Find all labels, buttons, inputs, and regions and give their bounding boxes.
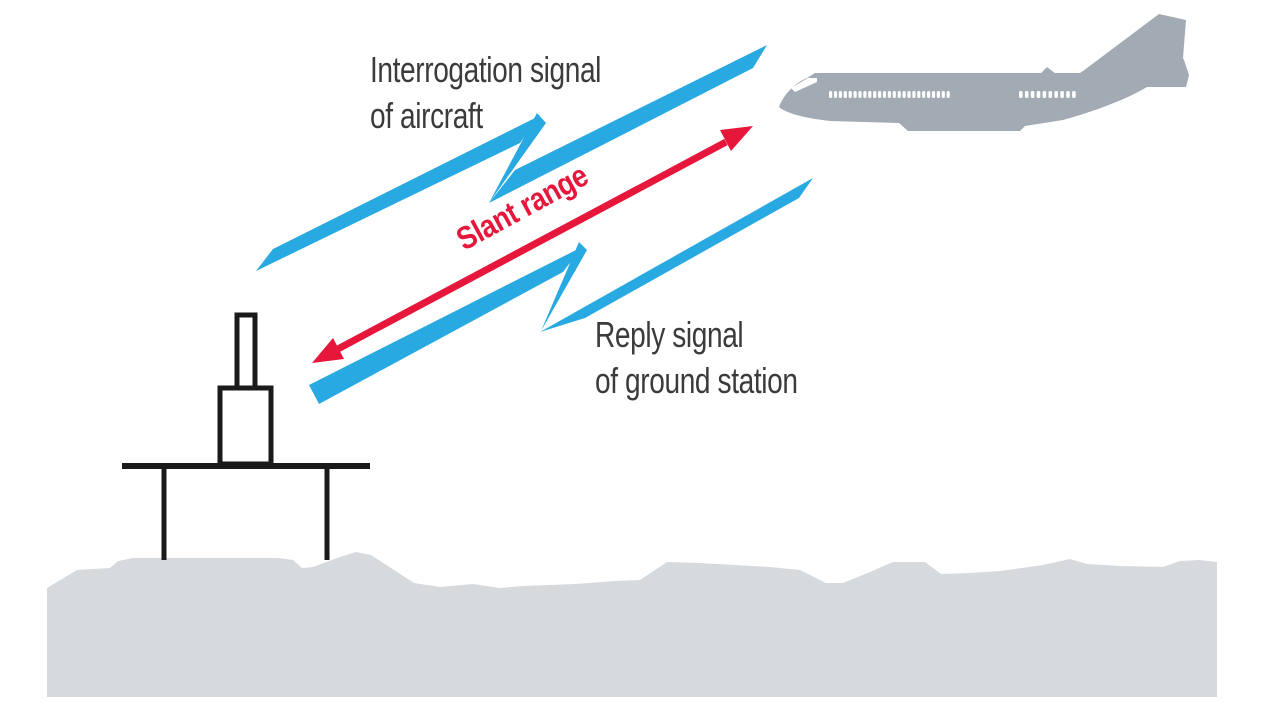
aircraft-window bbox=[1042, 91, 1047, 98]
aircraft-window bbox=[1060, 91, 1064, 98]
aircraft-window bbox=[1024, 91, 1029, 98]
aircraft-window bbox=[917, 91, 921, 98]
aircraft-window bbox=[882, 91, 887, 98]
reply-signal-label: Reply signal of ground station bbox=[595, 312, 798, 404]
aircraft-window bbox=[946, 91, 950, 98]
terrain-ground bbox=[47, 552, 1217, 697]
ground-station-antenna-mast bbox=[234, 312, 258, 391]
aircraft-window bbox=[887, 91, 891, 98]
slant-range-arrow-shaft bbox=[334, 138, 728, 354]
interrogation-signal-label-line1: Interrogation signal bbox=[370, 49, 602, 90]
aircraft-window bbox=[833, 91, 838, 98]
slant-range-arrow bbox=[312, 126, 753, 363]
aircraft-window bbox=[868, 91, 872, 98]
reply-signal-label-line2: of ground station bbox=[595, 360, 798, 401]
aircraft-cockpit-window bbox=[791, 78, 817, 92]
reply-bolt-lower-band bbox=[309, 247, 582, 404]
aircraft-window bbox=[878, 91, 882, 98]
aircraft-window bbox=[838, 91, 842, 98]
aircraft-window bbox=[1036, 91, 1041, 98]
aircraft-window bbox=[936, 91, 940, 98]
interrogation-bolt-lower-band bbox=[256, 116, 539, 271]
aircraft-window bbox=[1072, 91, 1076, 98]
ground-station-equipment-box bbox=[217, 385, 274, 467]
aircraft-window bbox=[1019, 91, 1023, 98]
aircraft-window bbox=[892, 91, 896, 98]
aircraft-window bbox=[902, 91, 906, 98]
aircraft-window bbox=[927, 91, 931, 98]
aircraft-window bbox=[1066, 91, 1070, 98]
aircraft-window bbox=[863, 91, 867, 98]
aircraft-window bbox=[853, 91, 857, 98]
aircraft-window bbox=[897, 91, 901, 98]
aircraft-window bbox=[922, 91, 926, 98]
reply-signal-bolt bbox=[309, 178, 813, 404]
aircraft-window bbox=[931, 91, 936, 98]
aircraft-window bbox=[829, 91, 833, 98]
aircraft-window bbox=[912, 91, 916, 98]
interrogation-signal-label: Interrogation signal of aircraft bbox=[370, 47, 601, 139]
aircraft-window bbox=[1054, 91, 1058, 98]
interrogation-signal-bolt bbox=[256, 45, 767, 271]
reply-bolt-upper-band bbox=[540, 178, 813, 332]
aircraft-silhouette bbox=[779, 14, 1189, 131]
interrogation-signal-label-line2: of aircraft bbox=[370, 95, 483, 136]
aircraft-window bbox=[848, 91, 852, 98]
ground-station bbox=[122, 312, 370, 560]
aircraft-window bbox=[1030, 91, 1035, 98]
slant-range-arrowhead-lower bbox=[312, 338, 344, 363]
reply-signal-label-line1: Reply signal bbox=[595, 314, 744, 355]
reply-bolt-zigzag-spike bbox=[541, 242, 587, 331]
aircraft-window bbox=[941, 91, 945, 98]
aircraft-windows bbox=[829, 91, 1076, 98]
interrogation-bolt-upper-band bbox=[489, 45, 767, 203]
aircraft-window bbox=[907, 91, 911, 98]
aircraft bbox=[779, 14, 1189, 131]
aircraft-window bbox=[873, 91, 877, 98]
interrogation-bolt-zigzag-spike bbox=[489, 113, 546, 203]
slant-range-arrowhead-upper bbox=[720, 126, 753, 151]
aircraft-window bbox=[843, 91, 847, 98]
aircraft-window bbox=[858, 91, 862, 98]
aircraft-window bbox=[1048, 91, 1053, 98]
